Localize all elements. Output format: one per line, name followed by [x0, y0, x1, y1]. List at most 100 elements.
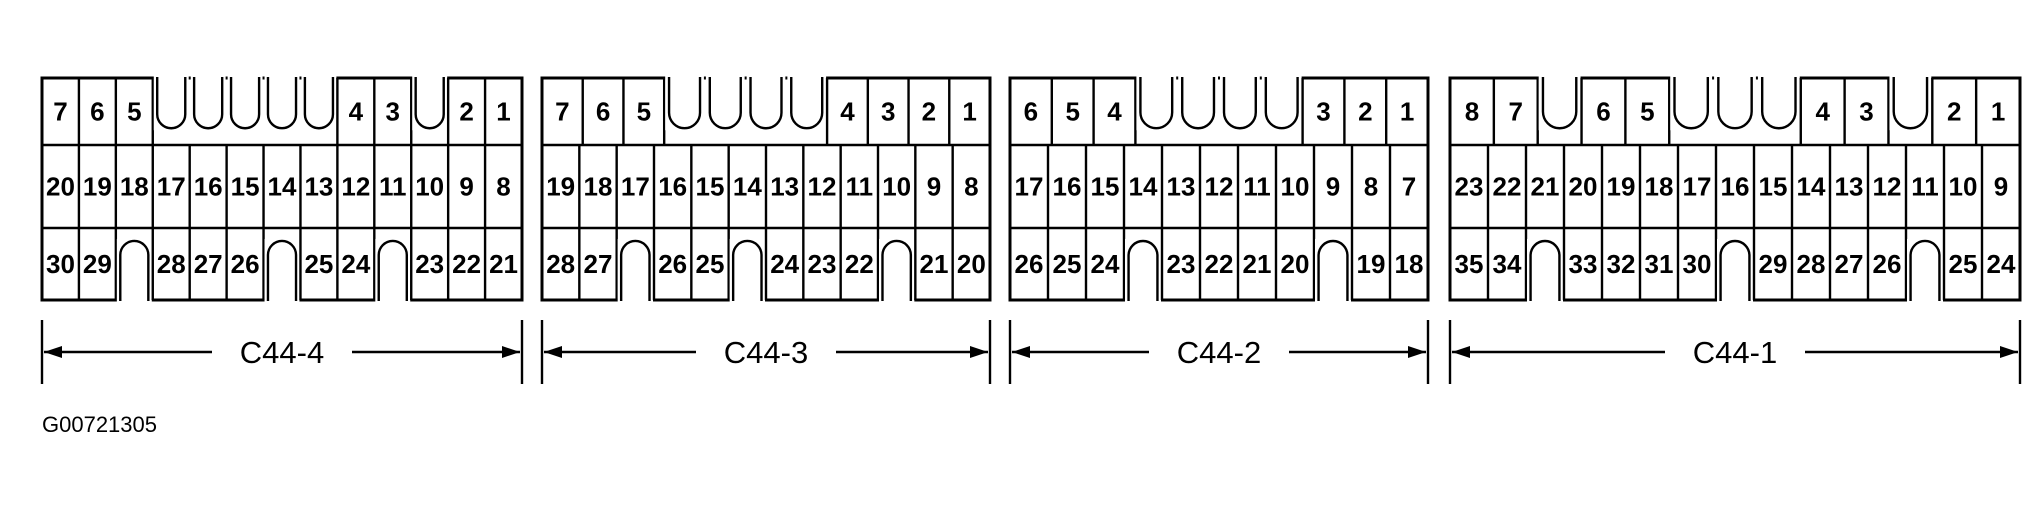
pin-number: 19 — [546, 172, 575, 202]
pin-number: 5 — [637, 97, 651, 127]
keying-notch — [1892, 77, 1929, 130]
pin-number: 22 — [1205, 249, 1234, 279]
pin-number: 33 — [1569, 249, 1598, 279]
pin-number: 8 — [1364, 172, 1378, 202]
keying-notch — [749, 77, 783, 130]
pin-number: 35 — [1455, 249, 1484, 279]
pin-number: 2 — [1947, 97, 1961, 127]
pin-number: 27 — [1835, 249, 1864, 279]
arrowhead-left-icon — [1452, 346, 1470, 358]
connector-label: C44-3 — [724, 335, 808, 370]
keying-notch — [156, 77, 187, 130]
pin-number: 11 — [379, 172, 407, 202]
pin-number: 29 — [83, 249, 112, 279]
keying-notch — [266, 239, 298, 301]
pin-number: 15 — [1759, 172, 1788, 202]
pin-number: 10 — [1281, 172, 1310, 202]
pin-number: 6 — [596, 97, 610, 127]
keying-notch — [1127, 239, 1159, 301]
pin-number: 15 — [1091, 172, 1120, 202]
pin-number: 25 — [1053, 249, 1082, 279]
pin-number: 9 — [927, 172, 941, 202]
pin-number: 20 — [1281, 249, 1310, 279]
pin-number: 28 — [157, 249, 186, 279]
pin-number: 8 — [964, 172, 978, 202]
pin-number: 12 — [1873, 172, 1902, 202]
pin-number: 24 — [770, 249, 799, 279]
pin-number: 18 — [120, 172, 149, 202]
pin-number: 6 — [1024, 97, 1038, 127]
keying-notch — [1181, 77, 1216, 130]
pin-number: 15 — [696, 172, 725, 202]
pin-number: 24 — [1091, 249, 1120, 279]
pin-number: 10 — [415, 172, 444, 202]
pin-number: 17 — [1683, 172, 1712, 202]
pin-number: 27 — [194, 249, 223, 279]
keying-notch — [192, 77, 224, 130]
pin-number: 22 — [845, 249, 874, 279]
pin-number: 3 — [881, 97, 895, 127]
pin-number: 1 — [496, 97, 510, 127]
keying-notch — [708, 77, 742, 130]
arrowhead-left-icon — [544, 346, 562, 358]
pin-number: 28 — [1797, 249, 1826, 279]
keying-notch — [1719, 239, 1751, 301]
connector-label: C44-1 — [1693, 335, 1777, 370]
keying-notch-bg — [1538, 76, 1581, 131]
connector-body — [1008, 76, 1430, 302]
pin-number: 9 — [1994, 172, 2008, 202]
pin-number: 25 — [304, 249, 333, 279]
keying-notch — [377, 239, 408, 301]
pin-number: 2 — [922, 97, 936, 127]
pin-number: 11 — [846, 172, 874, 202]
pin-number: 2 — [459, 97, 473, 127]
pin-number: 21 — [920, 249, 949, 279]
pin-number: 24 — [1987, 249, 2016, 279]
keying-notch — [414, 77, 445, 130]
pin-number: 13 — [1835, 172, 1864, 202]
keying-notch — [266, 77, 298, 130]
pin-number: 5 — [127, 97, 141, 127]
pin-number: 12 — [341, 172, 370, 202]
connector-label: C44-4 — [240, 335, 324, 370]
pin-number: 11 — [1911, 172, 1939, 202]
pin-number: 10 — [1949, 172, 1978, 202]
keying-notch — [1760, 77, 1797, 130]
keying-notch — [1673, 77, 1710, 130]
pin-number: 26 — [1873, 249, 1902, 279]
keying-notch — [667, 77, 702, 130]
keying-notch — [1222, 77, 1257, 130]
pin-number: 13 — [304, 172, 333, 202]
figure-id: G00721305 — [42, 412, 157, 437]
pin-number: 3 — [386, 97, 400, 127]
pin-number: 3 — [1859, 97, 1873, 127]
keying-notch — [790, 77, 824, 130]
pin-number: 19 — [1357, 249, 1386, 279]
pin-number: 25 — [1949, 249, 1978, 279]
pin-number: 8 — [496, 172, 510, 202]
pin-number: 4 — [840, 97, 855, 127]
pin-number: 18 — [1395, 249, 1424, 279]
keying-notch — [1264, 77, 1299, 130]
pin-number: 31 — [1645, 249, 1674, 279]
keying-notch-bg — [1757, 76, 1800, 131]
pin-number: 7 — [1402, 172, 1416, 202]
keying-notch — [881, 239, 913, 301]
pin-number: 4 — [1815, 97, 1830, 127]
pin-number: 17 — [157, 172, 186, 202]
pin-number: 18 — [1645, 172, 1674, 202]
keying-notch — [1717, 77, 1753, 130]
keying-notch-bg — [1889, 76, 1932, 131]
pin-number: 12 — [1205, 172, 1234, 202]
pin-number: 4 — [349, 97, 364, 127]
arrowhead-left-icon — [1012, 346, 1030, 358]
pin-number: 26 — [658, 249, 687, 279]
pin-number: 14 — [1797, 172, 1826, 202]
pin-number: 30 — [46, 249, 75, 279]
pin-number: 14 — [268, 172, 297, 202]
